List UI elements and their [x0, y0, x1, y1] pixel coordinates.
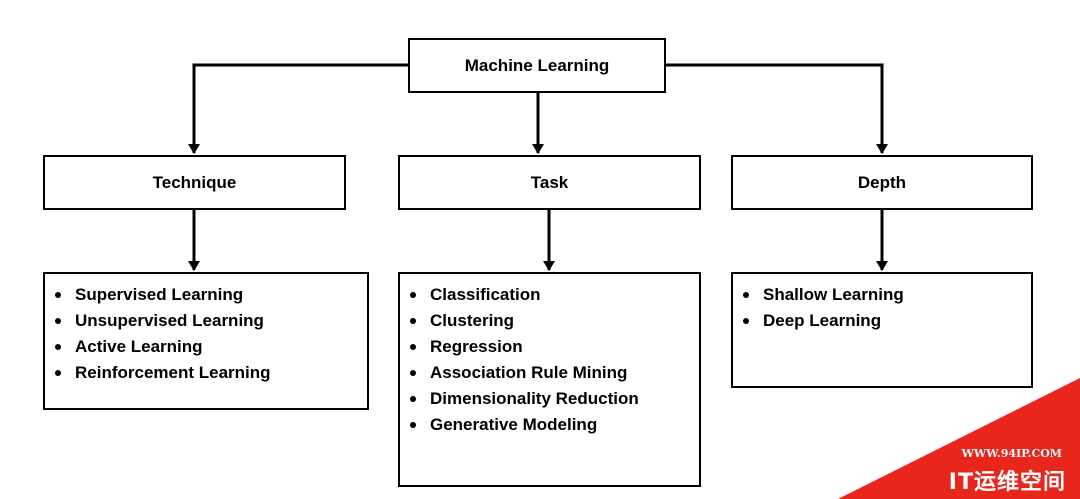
technique-list: Supervised Learning Unsupervised Learnin…: [43, 272, 369, 410]
list-item: Unsupervised Learning: [53, 308, 367, 334]
category-label: Depth: [857, 172, 907, 192]
category-label: Technique: [152, 172, 237, 192]
list-item: Generative Modeling: [408, 412, 699, 438]
depth-list: Shallow Learning Deep Learning: [731, 272, 1033, 388]
list-item: Shallow Learning: [741, 282, 1031, 308]
root-label: Machine Learning: [464, 55, 610, 75]
category-technique: Technique: [43, 155, 346, 210]
arrow-root-to-depth: [666, 63, 888, 154]
category-label: Task: [530, 172, 569, 192]
list-item: Active Learning: [53, 334, 367, 360]
category-task: Task: [398, 155, 701, 210]
arrow-root-to-technique: [188, 63, 408, 154]
list-item: Clustering: [408, 308, 699, 334]
list-item: Association Rule Mining: [408, 360, 699, 386]
list-item: Dimensionality Reduction: [408, 386, 699, 412]
task-list: Classification Clustering Regression Ass…: [398, 272, 701, 487]
list-item: Reinforcement Learning: [53, 360, 367, 386]
root-node: Machine Learning: [408, 38, 666, 93]
category-depth: Depth: [731, 155, 1033, 210]
list-item: Classification: [408, 282, 699, 308]
list-item: Regression: [408, 334, 699, 360]
list-item: Supervised Learning: [53, 282, 367, 308]
list-item: Deep Learning: [741, 308, 1031, 334]
